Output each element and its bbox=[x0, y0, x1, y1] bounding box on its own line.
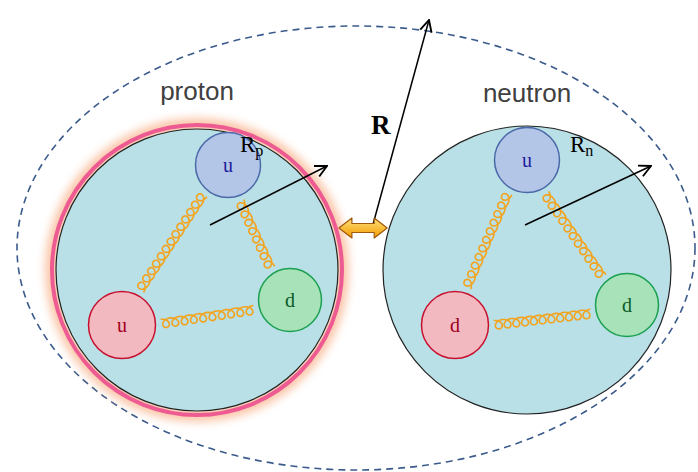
separation-label: R bbox=[371, 110, 391, 141]
nucleon-body bbox=[383, 126, 671, 414]
radius-label: Rp bbox=[240, 132, 263, 160]
nucleon-body bbox=[56, 129, 338, 411]
nucleon-name: proton bbox=[9, 76, 385, 107]
gluon-spring bbox=[543, 191, 606, 277]
charge-ring bbox=[52, 125, 342, 415]
quark-circle: d bbox=[257, 267, 323, 333]
nucleon-name: neutron bbox=[341, 78, 698, 109]
gluon-spring bbox=[464, 194, 512, 290]
charge-glow bbox=[52, 125, 342, 415]
quark-flavor: u bbox=[87, 290, 157, 360]
quark-circle: d bbox=[594, 272, 660, 338]
interaction-arrow bbox=[339, 218, 387, 238]
nucleus-boundary bbox=[17, 26, 695, 470]
quark-flavor: d bbox=[594, 272, 660, 338]
gluon-spring bbox=[138, 194, 207, 293]
quark-flavor: d bbox=[257, 267, 323, 333]
radius-arrow bbox=[210, 166, 327, 225]
quark-flavor: u bbox=[493, 126, 561, 194]
quark-circle: u bbox=[493, 126, 561, 194]
gluon-spring bbox=[237, 200, 274, 269]
gluon-spring bbox=[494, 309, 591, 329]
separation-arrow bbox=[372, 20, 429, 228]
radius-label: Rn bbox=[570, 132, 593, 160]
nucleon-circle: neutronudd bbox=[381, 124, 673, 416]
quark-flavor: d bbox=[420, 290, 490, 360]
nucleon-circle: protonuud bbox=[49, 122, 345, 418]
radius-arrow bbox=[525, 166, 651, 225]
gluon-spring bbox=[161, 305, 254, 327]
gluon-springs bbox=[138, 191, 606, 329]
quark-circle: d bbox=[420, 290, 490, 360]
quark-circle: u bbox=[87, 290, 157, 360]
